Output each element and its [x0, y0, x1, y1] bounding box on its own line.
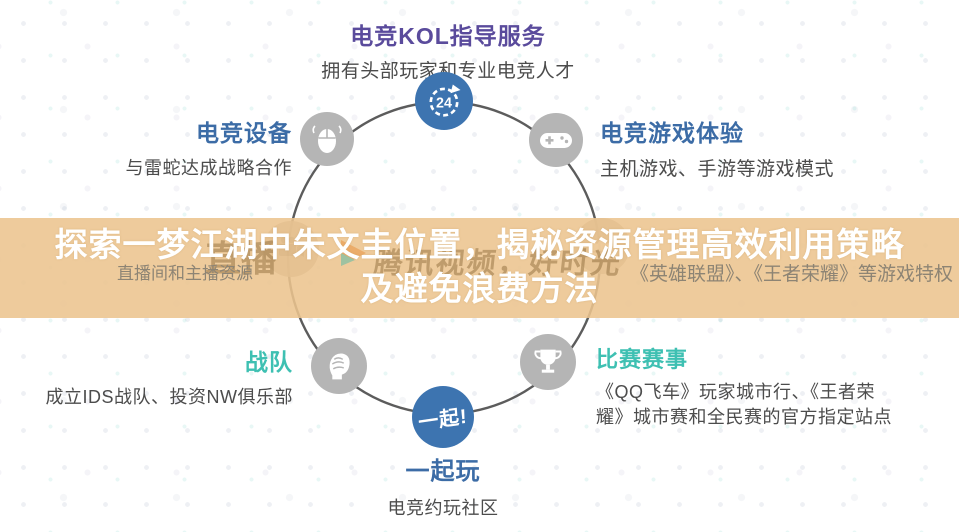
- equipment-section-desc: 与雷蛇达成战略合作: [125, 158, 292, 178]
- overlay-headline-line2: 及避免浪费方法: [360, 270, 599, 307]
- events-section-desc: 《QQ飞车》玩家城市行、《王者荣耀》城市赛和全民赛的官方指定站点: [596, 382, 892, 427]
- kol-section-desc: 拥有头部玩家和专业电竞人才: [248, 56, 648, 83]
- live-section-desc: 直播间和主播资源: [117, 264, 253, 283]
- events-node: [520, 334, 576, 390]
- equipment-section-title: 电竞设备: [196, 120, 292, 146]
- together-node: 一起!: [412, 386, 474, 448]
- watermark-layer: 直播 腾讯视频，好时光: [0, 218, 959, 318]
- mouse-icon: [312, 125, 342, 153]
- team-section-title: 战队: [245, 349, 293, 375]
- 24-hour-clock-icon: 24: [429, 84, 461, 117]
- overlay-headline: 探索一梦江湖中朱文圭位置，揭秘资源管理高效利用策略 及避免浪费方法: [0, 218, 959, 311]
- together-section-desc: 电竞约玩社区: [387, 498, 499, 518]
- trophy-icon: [534, 349, 562, 373]
- team-section-desc: 成立IDS战队、投资NW俱乐部: [45, 387, 293, 407]
- equipment-node: [300, 112, 354, 166]
- kol-node: 24: [415, 72, 473, 130]
- experience-section-title: 电竞游戏体验: [600, 120, 744, 146]
- head-brain-icon: [329, 353, 350, 380]
- privilege-section-desc: 《英雄联盟》、《王者荣耀》等游戏特权: [630, 264, 954, 285]
- overlay-headline-line1: 探索一梦江湖中朱文圭位置，揭秘资源管理高效利用策略: [54, 226, 905, 263]
- team-node: [311, 338, 367, 394]
- together-badge-icon: 一起!: [417, 405, 469, 434]
- ghost-live-title: 直播: [205, 238, 278, 279]
- gamepad-icon: [540, 133, 572, 148]
- together-section-title: 一起玩: [405, 458, 481, 485]
- experience-section-desc: 主机游戏、手游等游戏模式: [600, 159, 835, 180]
- play-button-logo-icon: [341, 240, 366, 266]
- events-section-title: 比赛赛事: [596, 347, 689, 372]
- svg-text:24: 24: [436, 96, 452, 112]
- kol-section-title: 电竞KOL指导服务: [350, 23, 546, 49]
- experience-node: [529, 113, 583, 167]
- seo-overlay-banner: 直播 腾讯视频，好时光 探索一梦江湖中朱文圭位置，揭秘资源管理高效利用策略 及避…: [0, 218, 959, 318]
